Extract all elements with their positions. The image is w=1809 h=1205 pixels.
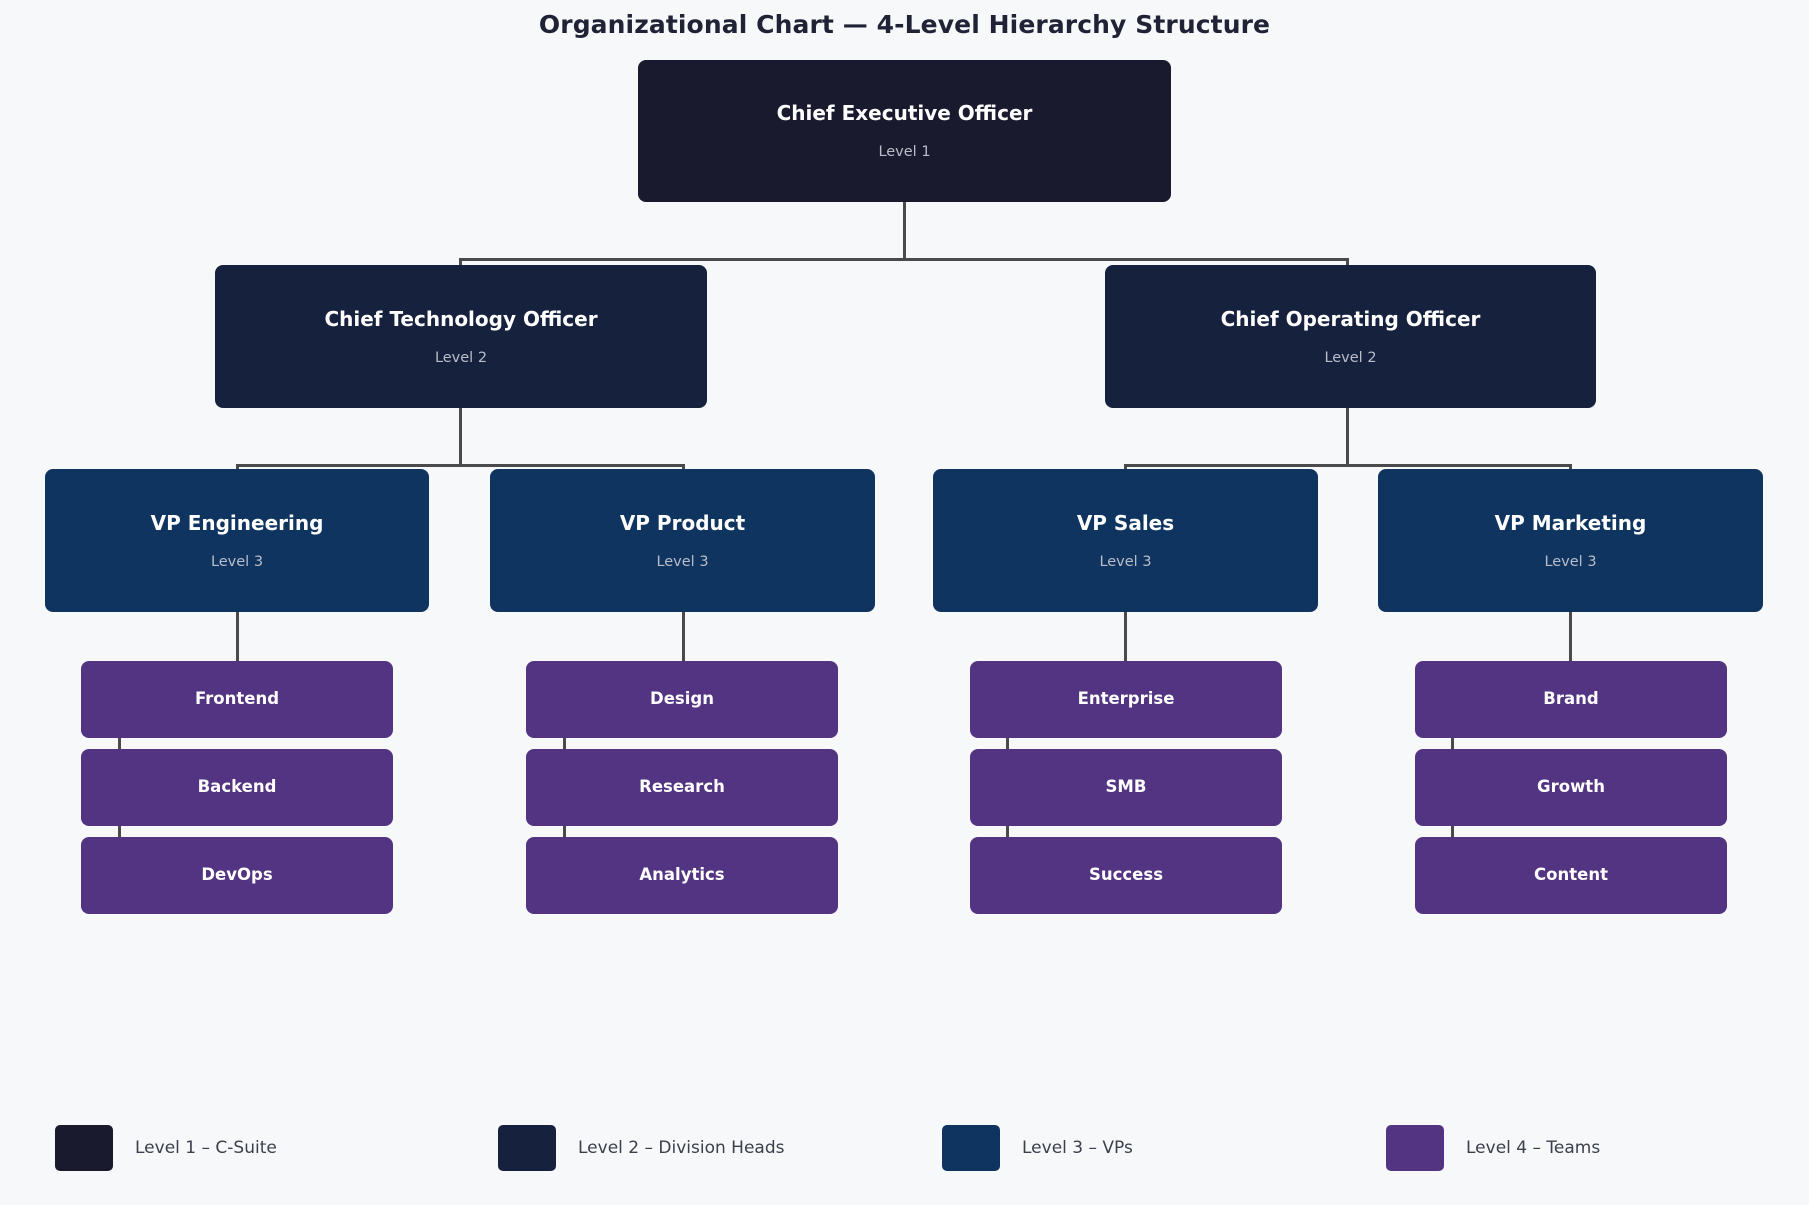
node-title: Chief Operating Officer	[1220, 306, 1481, 331]
connector-vp-prod-to-design	[682, 612, 685, 662]
node-growth[interactable]: Growth	[1415, 749, 1727, 826]
legend-item-level-3[interactable]: Level 3 – VPs	[942, 1120, 1133, 1176]
node-sublabel: Level 3	[656, 553, 709, 570]
connector-coo-trunk	[1346, 408, 1349, 467]
page-title: Organizational Chart — 4-Level Hierarchy…	[538, 10, 1271, 39]
node-sublabel: Level 1	[878, 144, 931, 160]
node-smb[interactable]: SMB	[970, 749, 1282, 826]
connector-vp-eng-to-frontend	[236, 612, 239, 662]
node-vp-sales[interactable]: VP Sales Level 3	[933, 469, 1318, 612]
node-chief-operating-officer[interactable]: Chief Operating Officer Level 2	[1105, 265, 1596, 408]
node-sublabel: Level 3	[1099, 553, 1152, 570]
node-sublabel: Level 3	[1544, 553, 1597, 570]
node-title: Design	[650, 689, 714, 709]
legend-swatch-level-1	[55, 1125, 113, 1171]
node-success[interactable]: Success	[970, 837, 1282, 914]
node-vp-product[interactable]: VP Product Level 3	[490, 469, 875, 612]
node-title: VP Sales	[1076, 510, 1175, 535]
node-title: Growth	[1537, 777, 1605, 797]
legend: Level 1 – C-Suite Level 2 – Division Hea…	[0, 1120, 1809, 1180]
node-design[interactable]: Design	[526, 661, 838, 738]
node-chief-technology-officer[interactable]: Chief Technology Officer Level 2	[215, 265, 707, 408]
node-title: Research	[639, 777, 725, 797]
node-title: SMB	[1105, 777, 1147, 797]
legend-label: Level 4 – Teams	[1466, 1138, 1601, 1158]
node-vp-engineering[interactable]: VP Engineering Level 3	[45, 469, 429, 612]
node-title: VP Engineering	[150, 510, 324, 535]
node-title: Frontend	[194, 689, 280, 709]
node-research[interactable]: Research	[526, 749, 838, 826]
node-title: VP Product	[619, 510, 746, 535]
connector-cto-bus	[236, 464, 685, 467]
legend-swatch-level-4	[1386, 1125, 1444, 1171]
node-title: DevOps	[201, 865, 273, 885]
legend-swatch-level-2	[498, 1125, 556, 1171]
connector-vp-sales-to-enterprise	[1124, 612, 1127, 662]
node-analytics[interactable]: Analytics	[526, 837, 838, 914]
connector-cto-trunk	[459, 408, 462, 467]
node-title: VP Marketing	[1494, 510, 1647, 535]
node-title: Brand	[1543, 689, 1599, 709]
legend-item-level-1[interactable]: Level 1 – C-Suite	[55, 1120, 277, 1176]
node-chief-executive-officer[interactable]: Chief Executive Officer Level 1	[638, 60, 1171, 202]
node-title: Success	[1088, 865, 1164, 885]
legend-item-level-4[interactable]: Level 4 – Teams	[1386, 1120, 1600, 1176]
node-backend[interactable]: Backend	[81, 749, 393, 826]
node-title: Backend	[197, 777, 277, 797]
node-brand[interactable]: Brand	[1415, 661, 1727, 738]
node-title: Chief Executive Officer	[776, 101, 1033, 125]
node-sublabel: Level 2	[1324, 349, 1377, 366]
node-enterprise[interactable]: Enterprise	[970, 661, 1282, 738]
legend-label: Level 2 – Division Heads	[578, 1138, 785, 1158]
legend-label: Level 1 – C-Suite	[135, 1138, 277, 1158]
node-devops[interactable]: DevOps	[81, 837, 393, 914]
node-sublabel: Level 2	[434, 349, 488, 366]
node-frontend[interactable]: Frontend	[81, 661, 393, 738]
node-sublabel: Level 3	[210, 553, 264, 570]
legend-label: Level 3 – VPs	[1022, 1138, 1133, 1158]
node-title: Content	[1534, 865, 1608, 885]
legend-swatch-level-3	[942, 1125, 1000, 1171]
legend-item-level-2[interactable]: Level 2 – Division Heads	[498, 1120, 784, 1176]
connector-coo-bus	[1124, 464, 1572, 467]
node-title: Enterprise	[1077, 689, 1175, 709]
connector-ceo-trunk	[903, 202, 906, 261]
node-title: Analytics	[639, 865, 725, 885]
connector-vp-mkt-to-brand	[1569, 612, 1572, 662]
node-content[interactable]: Content	[1415, 837, 1727, 914]
connector-ceo-bus	[459, 258, 1349, 261]
node-title: Chief Technology Officer	[324, 306, 598, 331]
node-vp-marketing[interactable]: VP Marketing Level 3	[1378, 469, 1763, 612]
